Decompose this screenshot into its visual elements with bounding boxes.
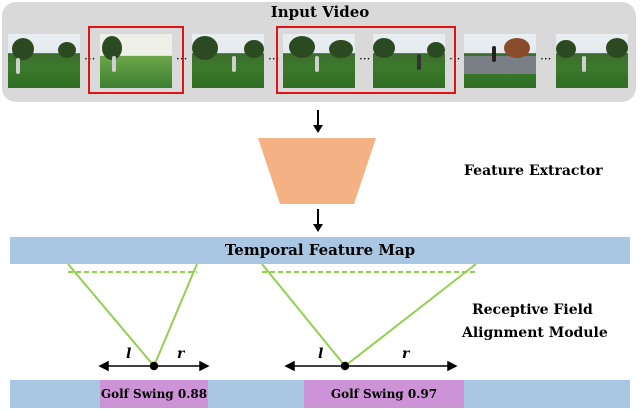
- right-extent-label: r: [177, 346, 185, 362]
- receptive-line: [261, 263, 346, 367]
- receptive-line: [153, 263, 198, 367]
- prediction-segment: Golf Swing 0.88: [100, 380, 208, 408]
- feature-extractor-label: Feature Extractor: [464, 163, 603, 179]
- left-extent-label: l: [318, 346, 324, 362]
- receptive-field-label-line2: Alignment Module: [462, 325, 608, 341]
- arrow-down: [317, 110, 319, 126]
- anchor-point: [149, 361, 159, 371]
- highlight-box: [88, 26, 184, 94]
- feature-extractor-shape: [258, 138, 376, 204]
- arrowhead-right-icon: [447, 360, 458, 372]
- arrowhead-icon: [313, 224, 323, 232]
- video-frame: [100, 34, 172, 88]
- ellipsis-dots: ···: [359, 52, 371, 66]
- ellipsis-dots: ···: [540, 52, 552, 66]
- input-video-title: Input Video: [270, 3, 370, 21]
- highlight-box: [276, 26, 456, 94]
- temporal-feature-map-label: Temporal Feature Map: [224, 241, 416, 259]
- arrowhead-left-icon: [284, 360, 295, 372]
- receptive-line: [67, 263, 155, 367]
- prediction-segment: Golf Swing 0.97: [304, 380, 464, 408]
- ellipsis-dots: ···: [176, 52, 188, 66]
- video-frame: [283, 34, 355, 88]
- receptive-line: [344, 263, 477, 367]
- left-extent-label: l: [126, 346, 132, 362]
- temporal-feature-map-bar: [10, 237, 630, 264]
- arrowhead-left-icon: [98, 360, 109, 372]
- video-frame: [192, 34, 264, 88]
- arrowhead-right-icon: [199, 360, 210, 372]
- anchor-point: [340, 361, 350, 371]
- right-extent-label: r: [402, 346, 410, 362]
- ellipsis-dots: ···: [268, 52, 280, 66]
- video-frame: [8, 34, 80, 88]
- video-frame: [373, 34, 445, 88]
- video-frame: [464, 34, 536, 88]
- arrowhead-icon: [313, 125, 323, 133]
- receptive-field-label-line1: Receptive Field: [472, 302, 593, 318]
- arrow-down: [317, 209, 319, 225]
- video-frame: [556, 34, 628, 88]
